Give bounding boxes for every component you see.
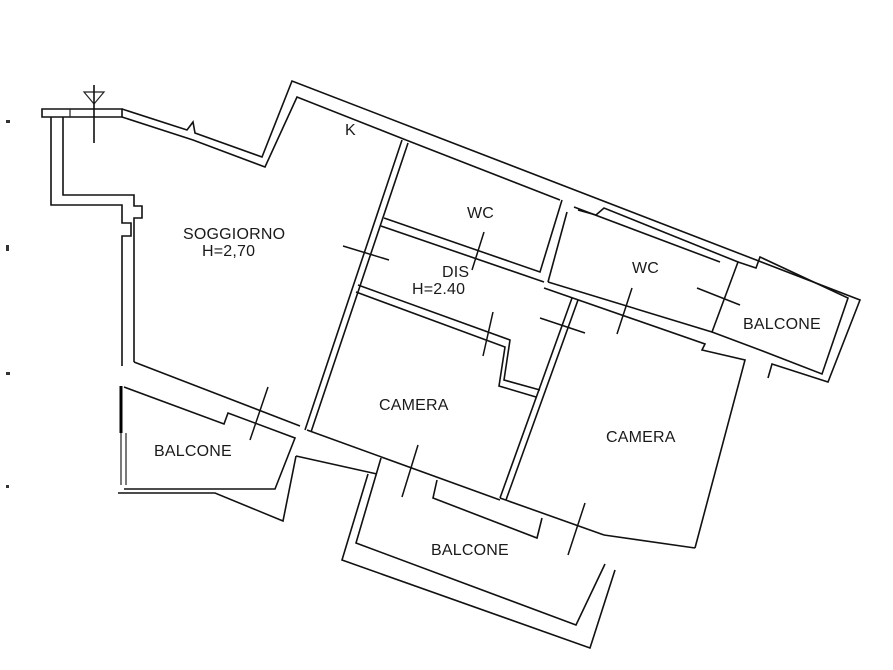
margin-mark: [6, 372, 10, 375]
room-label-balcone-east: BALCONE: [743, 316, 821, 333]
room-name: DIS: [442, 264, 470, 281]
interior-walls: [304, 139, 849, 549]
room-label-dis: DIS H=2.40: [412, 264, 469, 298]
outer-walls: [50, 79, 862, 427]
entrance-stair: [41, 85, 123, 143]
kitchen-marker: K: [345, 122, 356, 139]
balcone-south-walls: [341, 457, 696, 650]
room-label-balcone-west: BALCONE: [154, 443, 232, 460]
room-name: SOGGIORNO: [183, 226, 286, 243]
camera-1-south-wall: [295, 429, 501, 501]
room-label-camera-1: CAMERA: [379, 397, 449, 414]
room-height: H=2.40: [412, 281, 466, 298]
room-label-wc-2: WC: [632, 260, 660, 277]
room-label-soggiorno: SOGGIORNO H=2,70: [183, 226, 285, 260]
margin-mark: [6, 120, 10, 123]
door-markers: [249, 231, 741, 556]
margin-mark: [6, 245, 9, 251]
room-label-balcone-south: BALCONE: [431, 542, 509, 559]
room-label-camera-2: CAMERA: [606, 429, 676, 446]
margin-mark: [6, 485, 9, 488]
balcone-west-walls: [118, 386, 297, 523]
room-height: H=2,70: [202, 243, 256, 260]
room-label-wc-1: WC: [467, 205, 495, 222]
